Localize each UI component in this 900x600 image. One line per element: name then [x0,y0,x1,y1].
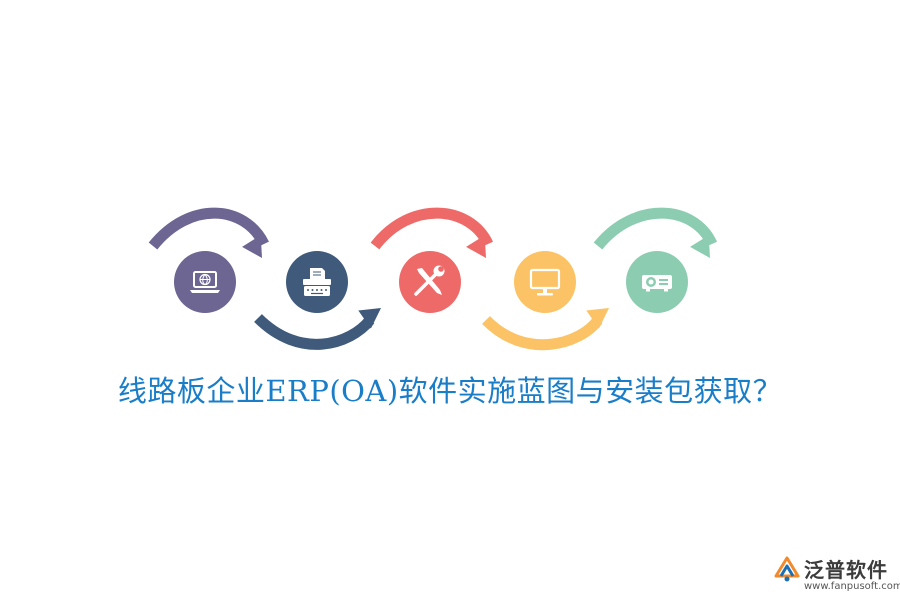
step-4 [514,251,576,313]
arrow-2-navy [254,308,381,350]
laptop-globe-icon [190,271,220,293]
fanpu-logo-icon [774,556,800,582]
step-2 [286,251,348,313]
step-circle [514,251,576,313]
arrow-2-navy-head [358,308,381,329]
brand-logo: 泛普软件 www.fanpusoft.com [768,552,900,598]
monitor-icon [529,268,561,296]
arrow-3-red [370,207,493,258]
arrow-5-green [593,207,718,258]
arrow-5-green-head [690,235,710,258]
step-1 [174,251,236,313]
circles-layer [174,251,688,313]
arrows-layer [148,207,718,351]
arrow-4-yellow [482,308,609,351]
step-circle [174,251,236,313]
arrow-1-purple-head [242,235,262,258]
typewriter-icon [303,268,331,296]
logo-url: www.fanpusoft.com [804,581,900,592]
arrow-1-purple [148,207,269,258]
logo-name: 泛普软件 [804,558,888,582]
tools-icon [414,265,445,296]
projector-icon [642,275,672,292]
arrow-3-red-head [466,235,486,258]
arrow-4-yellow-head [586,308,609,329]
step-3 [399,251,461,313]
page-title: 线路板企业ERP(OA)软件实施蓝图与安装包获取？ [117,374,783,408]
step-5 [626,251,688,313]
